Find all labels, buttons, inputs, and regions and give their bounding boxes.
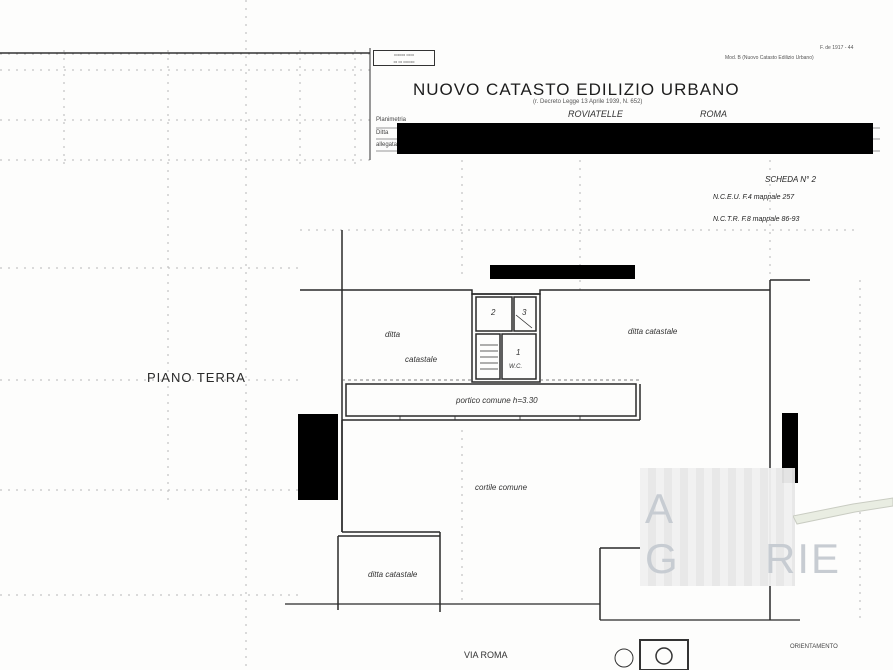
header-corner-note: Mod. B (Nuovo Catasto Edilizio Urbano): [725, 55, 814, 61]
redaction-bar-owner: [397, 123, 873, 154]
room-label-courtyard: cortile comune: [475, 483, 528, 492]
background-grid: [0, 0, 861, 670]
room-label-3: 3: [522, 308, 527, 317]
reference-nceu: N.C.E.U. F.4 mappale 257: [713, 194, 795, 201]
reference-nctr: N.C.T.R. F.8 mappale 86-93: [713, 216, 800, 223]
header-subtitle: (r. Decreto Legge 13 Aprile 1939, N. 652…: [533, 99, 643, 105]
redaction-bar-top: [490, 265, 635, 279]
sheet-number: SCHEDA N° 2: [765, 175, 816, 184]
page-title: NUOVO CATASTO EDILIZIO URBANO: [413, 80, 740, 99]
street-label: VIA ROMA: [464, 650, 508, 660]
room-label-left-upper-1: ditta: [385, 330, 401, 339]
orientation-label: ORIENTAMENTO: [790, 644, 838, 650]
room-label-right-upper: ditta catastale: [628, 327, 678, 336]
redaction-bar-right: [782, 413, 798, 483]
pointer-icon: [793, 497, 893, 525]
room-label-left-upper-2: catastale: [405, 355, 438, 364]
floor-label: PIANO TERRA: [147, 370, 246, 385]
header-province: ROMA: [700, 109, 727, 119]
watermark-text-1: A: [645, 485, 676, 532]
header-corner-note-2: F. de 1917 - 44: [820, 45, 854, 51]
header-allegata-label: allegata: [376, 142, 398, 148]
room-label-1: 1: [516, 348, 521, 357]
blurred-overlay: [640, 468, 795, 586]
header-planimetry-label: Planimetria: [376, 117, 407, 123]
redaction-bar-left: [298, 414, 338, 500]
header-city: ROVIATELLE: [568, 109, 623, 119]
room-label-2: 2: [491, 308, 496, 317]
watermark-text-2: G: [645, 535, 680, 582]
stamp-box: ▭▭▭ ▭▭▭ ▭ ▭▭▭: [373, 50, 435, 66]
room-label-portico: portico comune h=3.30: [456, 396, 538, 405]
compass-icon: [614, 639, 689, 670]
room-label-bath: W.C.: [509, 364, 523, 370]
header-ditta-label: Ditta: [376, 130, 389, 136]
room-label-bottom-left: ditta catastale: [368, 570, 418, 579]
watermark-text-3: RIE: [765, 535, 842, 582]
